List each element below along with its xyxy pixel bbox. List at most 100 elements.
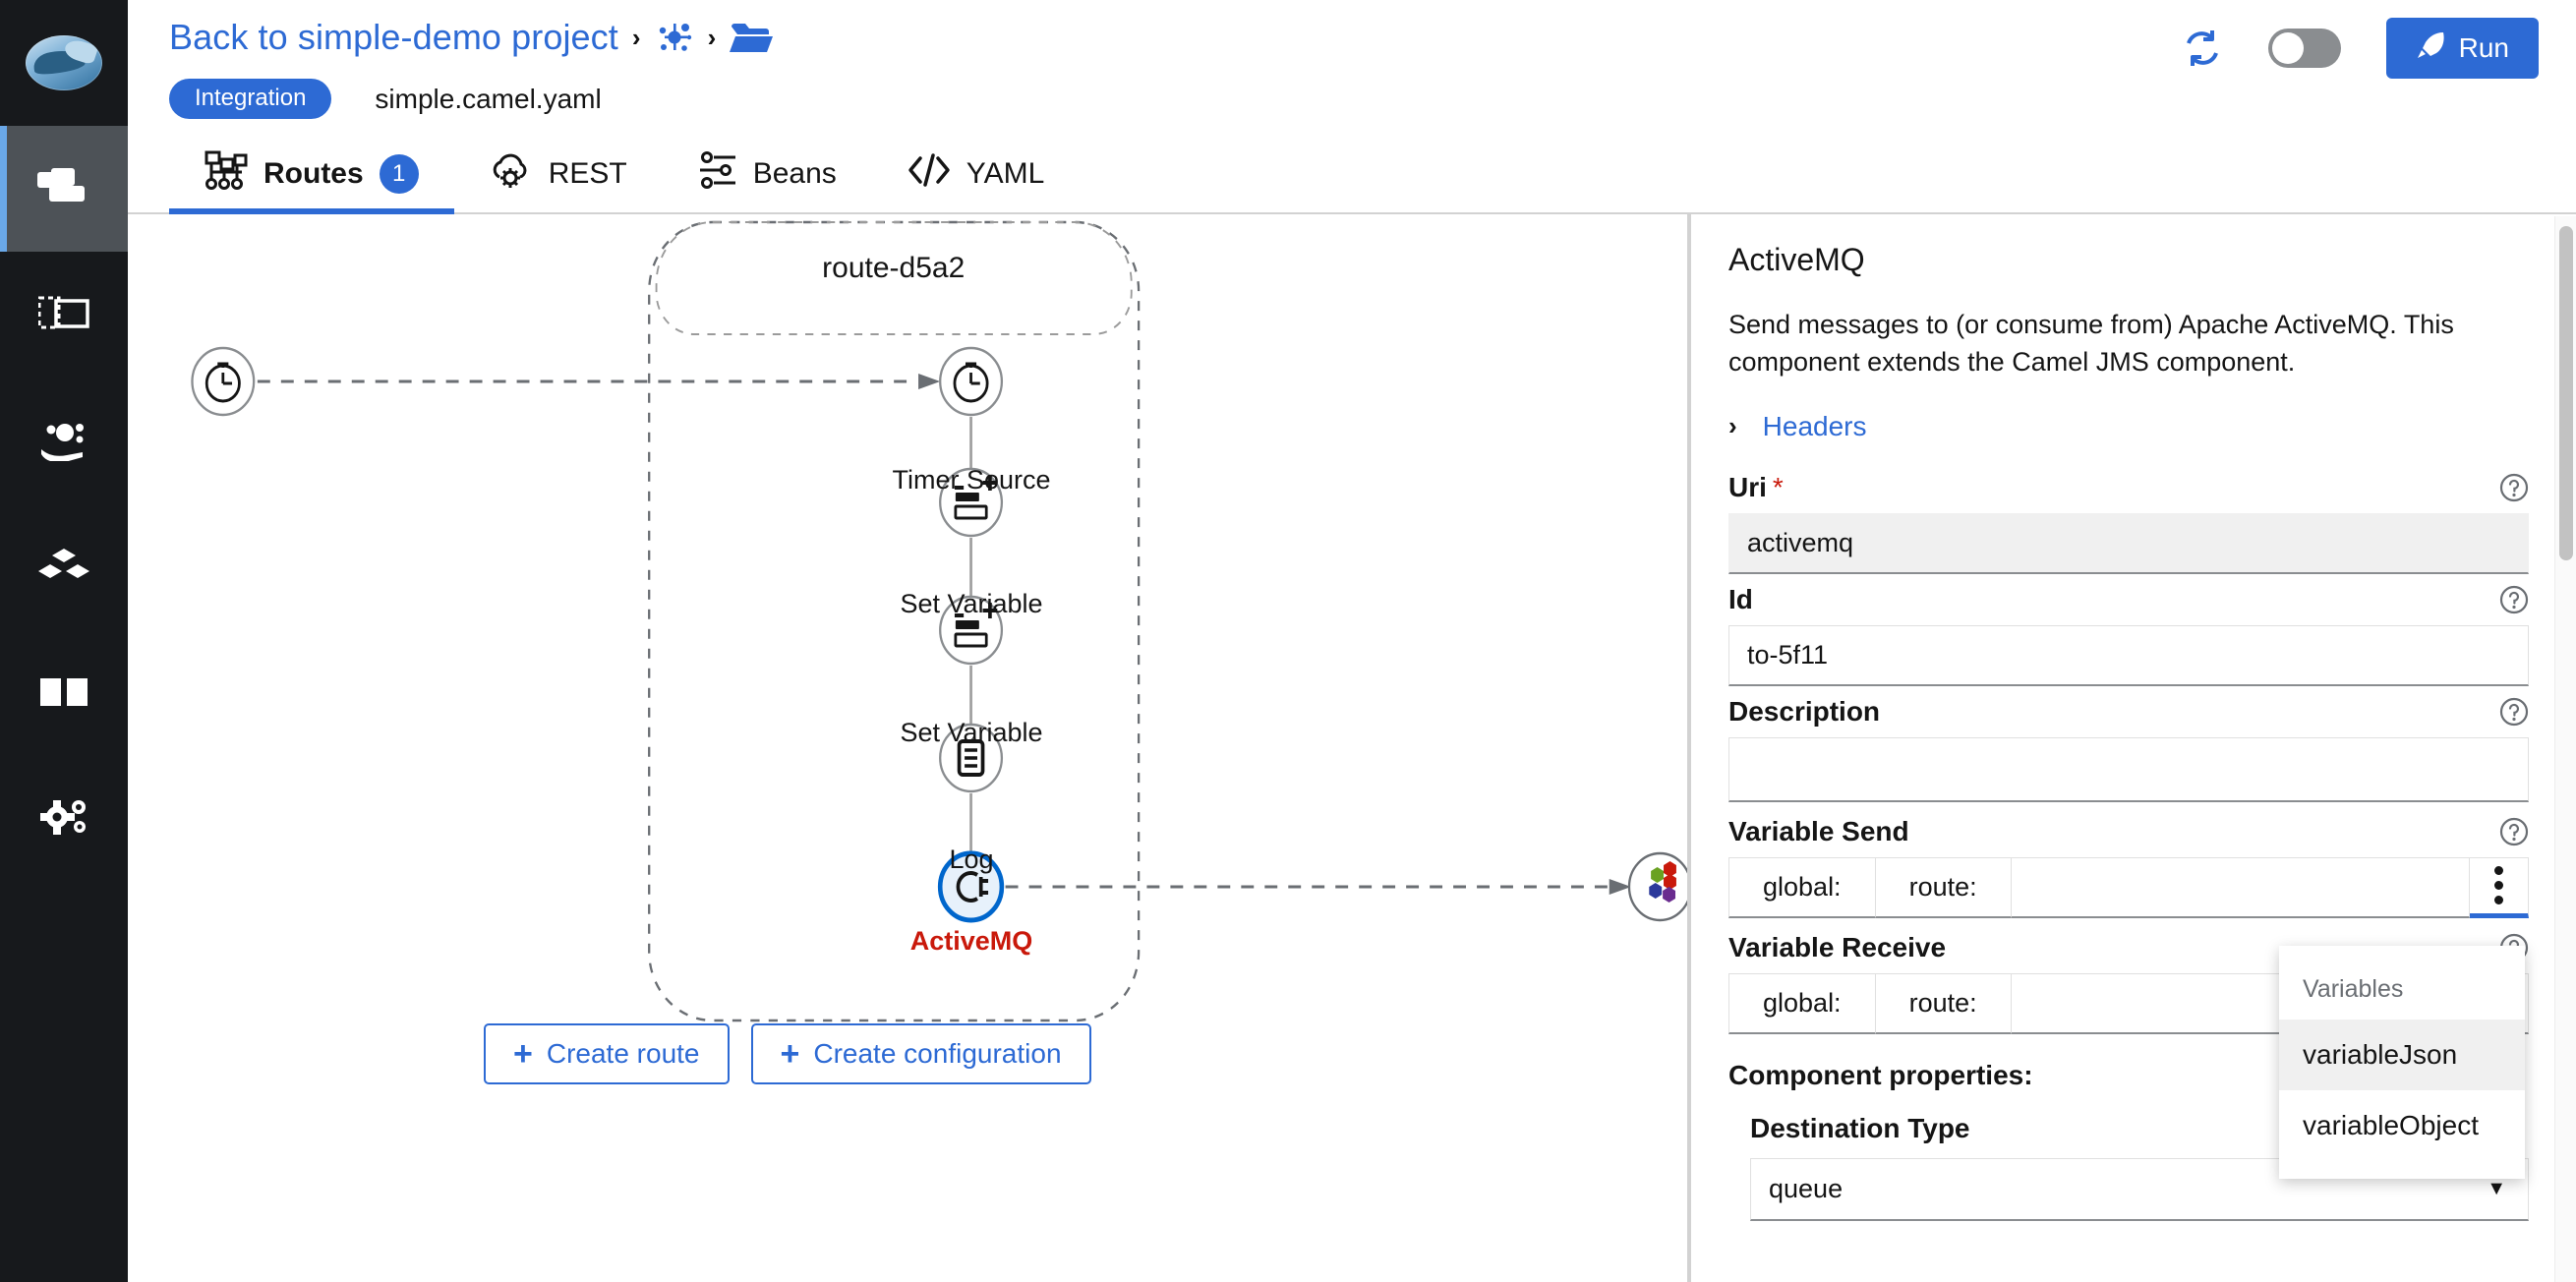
headers-expand-row[interactable]: › Headers [1728,411,2529,442]
tab-bar: Routes 1 REST [128,136,2576,214]
dropdown-item-variablejson[interactable]: variableJson [2279,1020,2525,1090]
dropdown-group-header: Variables [2303,975,2404,1003]
field-label-id: Id [1728,583,1753,614]
question-circle-icon[interactable] [2499,697,2529,727]
sidebar-item-settings[interactable] [0,755,128,881]
tab-rest[interactable]: REST [454,136,663,212]
header-actions: Run [2182,18,2539,79]
variable-receive-chip-route[interactable]: route: [1874,972,2011,1034]
chevron-down-icon: ▼ [2487,1177,2506,1199]
dropdown-item-variableobject[interactable]: variableObject [2303,1110,2479,1140]
question-circle-icon[interactable] [2499,473,2529,502]
builds-icon [38,547,89,586]
tab-yaml[interactable]: YAML [872,136,1080,212]
description-input[interactable] [1728,736,2529,802]
field-description: Description [1728,696,2529,802]
plus-icon: + [780,1035,800,1073]
header-subrow: Integration simple.camel.yaml [169,79,773,119]
headers-link[interactable]: Headers [1762,410,1867,441]
file-name: simple.camel.yaml [375,83,602,114]
create-configuration-label: Create configuration [813,1038,1062,1069]
field-label-variable-receive: Variable Receive [1728,931,1947,962]
beans-sliders-icon [698,150,737,198]
plus-icon: + [513,1035,533,1073]
main-column: Back to simple-demo project › [128,0,2576,1282]
sidebar-item-builds[interactable] [0,503,128,629]
left-sidebar [0,0,128,1282]
field-variable-send: Variable Send global: route: [1728,816,2529,918]
destination-type-value: queue [1769,1173,1844,1203]
auto-save-toggle[interactable] [2267,29,2341,68]
routes-icon [205,150,248,198]
images-icon [38,295,89,334]
panel-divider[interactable] [1687,214,1691,1282]
back-to-project-link[interactable]: Back to simple-demo project [169,17,618,57]
breadcrumb: Back to simple-demo project › [169,14,774,61]
uri-input[interactable] [1728,512,2529,574]
book-icon [38,675,89,709]
containers-icon [37,168,90,209]
page-header: Back to simple-demo project › [128,0,2576,136]
integration-badge: Integration [169,79,332,119]
run-label: Run [2458,32,2509,63]
variable-receive-chip-global[interactable]: global: [1728,972,1875,1034]
panel-description: Send messages to (or consume from) Apach… [1728,310,2454,378]
variable-send-kebab-menu-icon[interactable] [2470,856,2529,918]
node-label-set-variable-1: Set Variable [900,589,1043,619]
sidebar-item-docs[interactable] [0,629,128,755]
folder-icon[interactable] [730,21,774,54]
volumes-icon [37,420,90,461]
create-route-button[interactable]: + Create route [484,1023,730,1084]
breadcrumb-chevron-1: › [631,23,641,52]
route-flow-graphic [191,220,1687,1022]
panel-title: ActiveMQ [1728,242,1865,277]
tab-yaml-label: YAML [966,157,1045,190]
variable-send-chip-global[interactable]: global: [1728,856,1875,918]
tab-routes[interactable]: Routes 1 [169,136,454,214]
variables-dropdown-menu[interactable]: Variables variableJson variableObject [2279,946,2525,1179]
node-label-set-variable-2: Set Variable [900,717,1043,747]
tab-routes-badge: 1 [379,154,419,194]
tab-beans-label: Beans [752,157,837,190]
sidebar-item-containers[interactable] [0,126,128,252]
field-label-description: Description [1728,695,1881,727]
chevron-right-icon: › [1728,411,1737,441]
field-id: Id [1728,584,2529,686]
tab-rest-label: REST [548,157,627,190]
node-label-timer-source: Timer Source [892,465,1051,495]
code-icon [907,153,951,195]
route-canvas[interactable]: route-d5a2 Timer Source Set Variable Set… [128,214,1687,1282]
destination-type-label: Destination Type [1750,1112,1970,1143]
panel-scrollbar[interactable] [2554,216,2576,1282]
run-button[interactable]: Run [2385,18,2539,79]
rest-cloud-icon [490,151,533,197]
scrollbar-thumb[interactable] [2559,226,2573,560]
question-circle-icon[interactable] [2499,817,2529,846]
question-circle-icon[interactable] [2499,585,2529,614]
id-input[interactable] [1728,624,2529,686]
tab-beans[interactable]: Beans [663,136,872,212]
node-label-activemq: ActiveMQ [909,926,1033,957]
docker-whale-logo[interactable] [0,0,128,126]
breadcrumb-chevron-2: › [707,23,717,52]
field-uri: Uri* [1728,472,2529,574]
component-properties-label: Component properties: [1728,1059,2033,1090]
route-title: route-d5a2 [822,252,966,284]
field-label-uri: Uri* [1728,471,1784,502]
create-configuration-button[interactable]: + Create configuration [750,1023,1091,1084]
node-label-log: Log [949,844,994,874]
variable-send-chip-route[interactable]: route: [1874,856,2011,918]
refresh-icon[interactable] [2182,28,2223,69]
camel-node-icon[interactable] [655,19,694,56]
tab-routes-label: Routes [263,157,364,190]
header-left: Back to simple-demo project › [169,0,774,119]
body-split: route-d5a2 Timer Source Set Variable Set… [128,214,2576,1282]
field-label-variable-send: Variable Send [1728,815,1909,846]
sidebar-item-volumes[interactable] [0,378,128,503]
canvas-action-buttons: + Create route + Create configuration [484,1023,1091,1084]
sidebar-item-images[interactable] [0,252,128,378]
rocket-icon [2416,30,2445,67]
variable-send-input[interactable] [2010,856,2470,918]
gears-icon [37,798,90,838]
